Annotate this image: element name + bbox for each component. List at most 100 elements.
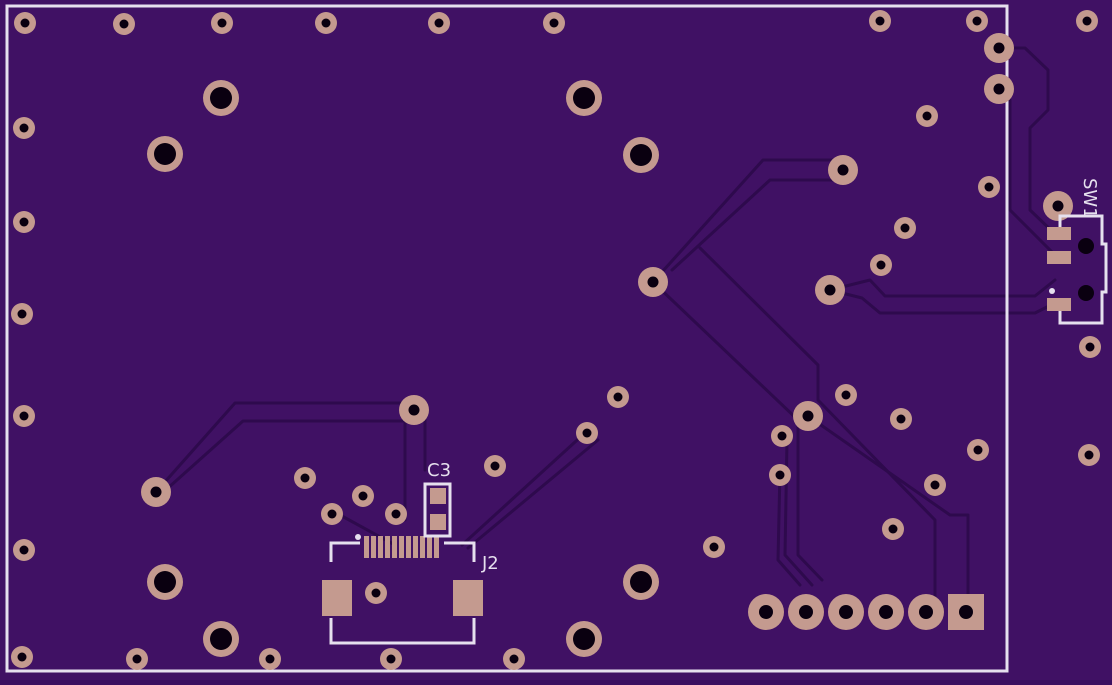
via-drill (371, 588, 381, 598)
trace (698, 246, 937, 600)
via-drill (647, 276, 659, 288)
trace (651, 280, 824, 582)
j2-pin (371, 536, 376, 558)
via-drill (775, 470, 785, 480)
sw1-mount-hole (1078, 285, 1094, 301)
j2-pin (434, 536, 439, 558)
via-drill (875, 16, 885, 26)
mount-hole-drill (630, 144, 652, 166)
via-drill (876, 260, 886, 270)
j2-pin1-marker (355, 534, 361, 540)
j2-label: J2 (481, 553, 499, 574)
c3-silk-outline (423, 482, 452, 538)
j2-connector-footprint: J2 (322, 534, 499, 645)
via-drill (217, 18, 227, 28)
via-drill (327, 509, 337, 519)
header-pin-drill (919, 605, 933, 619)
vias-layer (11, 10, 1101, 670)
via-drill (900, 223, 910, 233)
j2-pin (413, 536, 418, 558)
via-drill (802, 410, 814, 422)
mount-hole-drill (210, 87, 232, 109)
j2-pin (392, 536, 397, 558)
via-drill (777, 431, 787, 441)
mount-hole-drill (154, 571, 176, 593)
sw1-silk-outline (1058, 214, 1108, 325)
via-drill (549, 18, 559, 28)
trace (828, 278, 1057, 298)
pin-header (748, 594, 984, 630)
c3-capacitor-footprint: C3 (423, 460, 452, 538)
via-drill (613, 392, 623, 402)
j2-pin (364, 536, 369, 558)
via-drill (896, 414, 906, 424)
via-drill (1084, 450, 1094, 460)
via-drill (930, 480, 940, 490)
via-drill (837, 164, 849, 176)
via-drill (922, 111, 932, 121)
sw1-mount-hole (1078, 238, 1094, 254)
via-drill (582, 428, 592, 438)
header-pin-drill (799, 605, 813, 619)
trace (996, 46, 1057, 236)
via-drill (119, 19, 129, 29)
via-drill (434, 18, 444, 28)
via-drill (19, 411, 29, 421)
j2-silk-outline (329, 618, 476, 645)
header-pin-drill (759, 605, 773, 619)
via-drill (709, 542, 719, 552)
trace (776, 468, 802, 587)
via-drill (358, 491, 368, 501)
via-drill (841, 390, 851, 400)
via-drill (132, 654, 142, 664)
via-drill (824, 284, 836, 296)
via-drill (321, 18, 331, 28)
via-drill (993, 83, 1005, 95)
sw1-switch-footprint: SW1 (1047, 178, 1108, 325)
trace (460, 430, 588, 547)
via-drill (391, 509, 401, 519)
j2-pin (378, 536, 383, 558)
j2-pin (399, 536, 404, 558)
via-drill (1052, 200, 1064, 212)
via-drill (973, 445, 983, 455)
via-drill (1085, 342, 1095, 352)
via-drill (386, 654, 396, 664)
via-drill (984, 182, 994, 192)
via-drill (19, 545, 29, 555)
j2-pin (385, 536, 390, 558)
j2-pin (406, 536, 411, 558)
trace (166, 419, 407, 522)
header-pin-drill (879, 605, 893, 619)
header-pin-drill (959, 605, 973, 619)
mount-hole-drill (630, 571, 652, 593)
sw1-pin1-marker (1049, 288, 1055, 294)
trace (651, 158, 845, 284)
j2-mount-pad-left (322, 580, 352, 616)
board-outline (5, 4, 1009, 673)
trace (806, 414, 970, 600)
trace (670, 178, 845, 272)
sw1-pad (1047, 298, 1071, 311)
trace (828, 288, 1057, 315)
j2-silk-outline (444, 541, 476, 562)
via-drill (20, 18, 30, 28)
via-drill (150, 486, 162, 498)
j2-silk-outline (329, 541, 360, 562)
via-drill (972, 16, 982, 26)
j2-mount-pad-right (453, 580, 483, 616)
via-drill (19, 217, 29, 227)
via-drill (509, 654, 519, 664)
via-drill (17, 652, 27, 662)
j2-pin (427, 536, 432, 558)
mount-hole-drill (154, 143, 176, 165)
via-drill (19, 123, 29, 133)
c3-label: C3 (427, 460, 451, 481)
j2-pin (420, 536, 425, 558)
via-drill (888, 524, 898, 534)
sw1-pad (1047, 251, 1071, 264)
sw1-label: SW1 (1079, 178, 1100, 219)
j2-pin-row (364, 536, 439, 558)
via-drill (265, 654, 275, 664)
